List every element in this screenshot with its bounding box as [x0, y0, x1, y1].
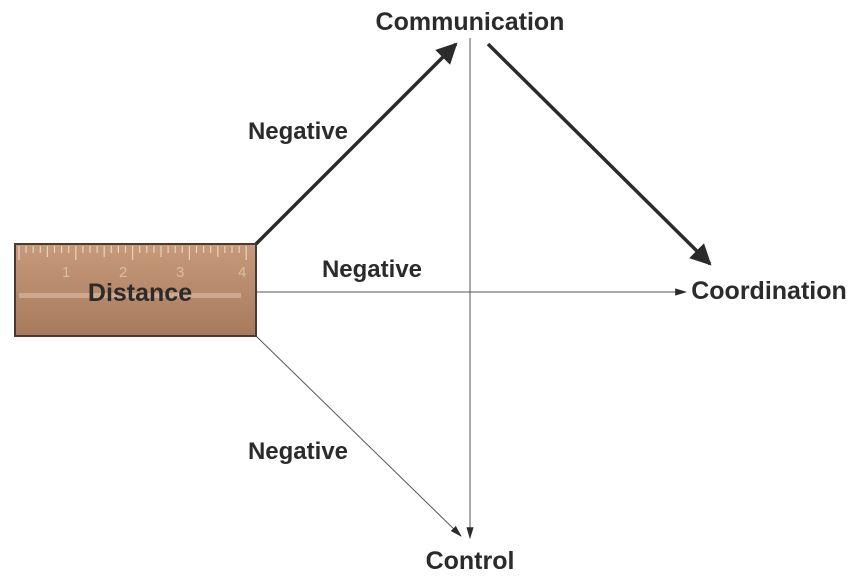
- ruler-number-1: 1: [62, 264, 70, 281]
- edge-label-distance-control: Negative: [248, 438, 348, 465]
- ruler-number-4: 4: [238, 264, 246, 281]
- distance-ruler: 1 2 3 4 Distance: [14, 243, 257, 337]
- node-coordination: Coordination: [691, 277, 847, 305]
- ruler-ticks: [18, 246, 247, 260]
- edge-label-distance-communication: Negative: [248, 118, 348, 145]
- edge-label-distance-coordination: Negative: [322, 256, 422, 283]
- edge-communication-to-coordination: [486, 42, 712, 266]
- node-control: Control: [426, 547, 515, 575]
- node-communication: Communication: [376, 8, 565, 36]
- edge-distance-to-control: [255, 335, 462, 537]
- ruler-groove: [19, 293, 241, 298]
- ruler-number-3: 3: [176, 264, 184, 281]
- ruler-body: [14, 243, 257, 337]
- edge-distance-to-communication: [254, 42, 458, 246]
- ruler-number-2: 2: [119, 264, 127, 281]
- node-distance: Distance: [88, 279, 192, 307]
